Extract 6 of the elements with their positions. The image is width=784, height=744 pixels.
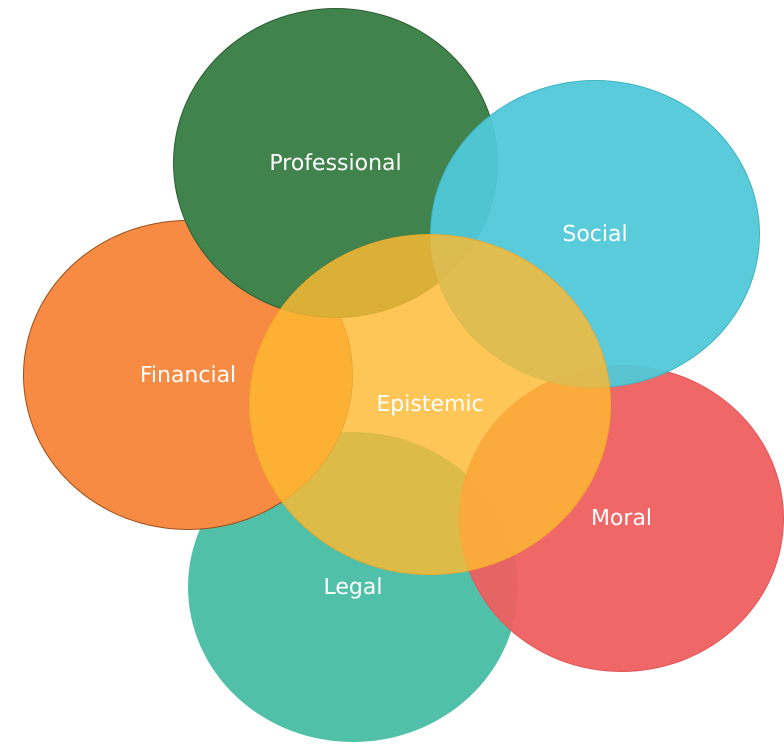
category-label: Legal (324, 574, 382, 600)
category-label: Epistemic (376, 392, 484, 417)
category-label: Professional (269, 150, 402, 176)
category-label: Moral (590, 506, 652, 531)
category-label: Financial (140, 362, 236, 388)
category-label: Social (562, 222, 628, 246)
